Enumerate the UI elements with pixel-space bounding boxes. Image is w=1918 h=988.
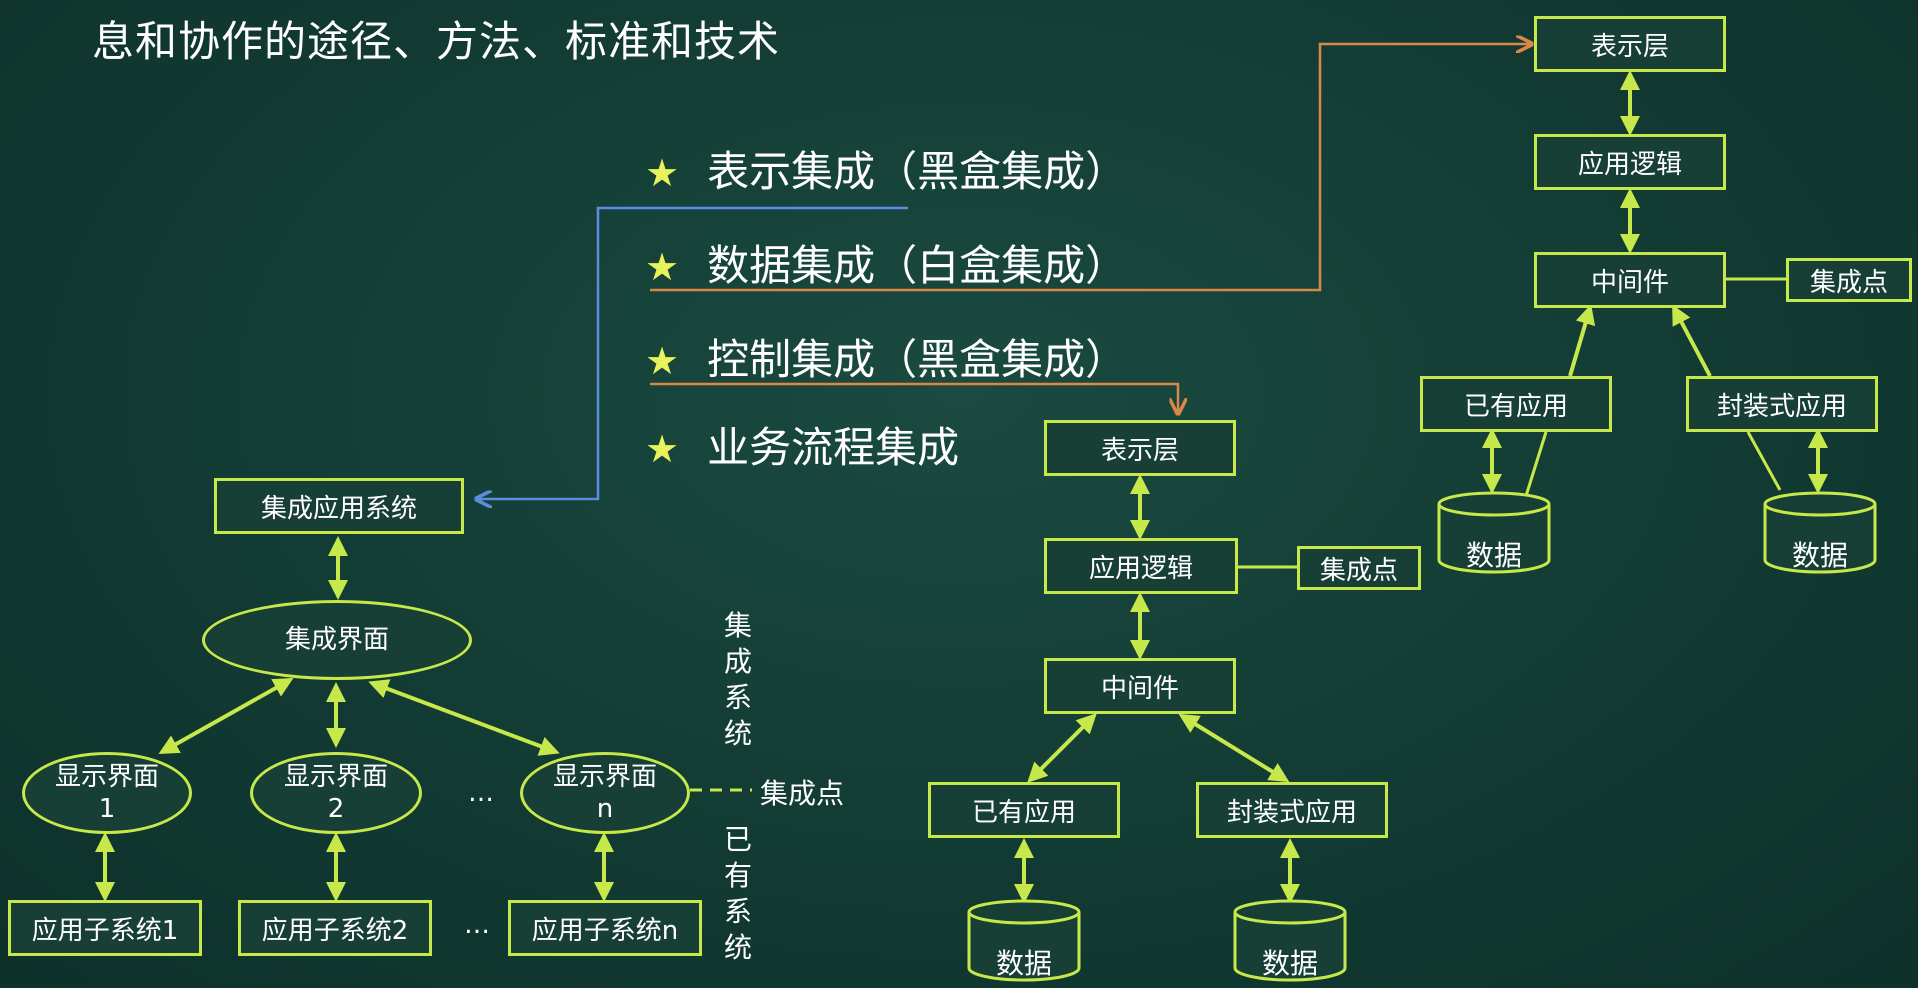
bullet-label: 表示集成（黑盒集成） bbox=[707, 147, 1128, 196]
data-label: 数据 bbox=[1261, 947, 1318, 980]
bullet-control-integration: ★ 控制集成（黑盒集成） bbox=[645, 326, 1127, 387]
subsystem-n-box: 应用子系统n bbox=[508, 900, 702, 956]
integration-point-label: 集成点 bbox=[760, 777, 845, 810]
data-label: 数据 bbox=[1791, 539, 1848, 572]
page-title: 息和协作的途径、方法、标准和技术 bbox=[92, 17, 781, 66]
ellipsis-text: … bbox=[468, 778, 494, 808]
mid-presentation-layer-box: 表示层 bbox=[1044, 420, 1236, 476]
mid-middleware-box: 中间件 bbox=[1044, 658, 1236, 714]
star-icon: ★ bbox=[645, 427, 680, 471]
integration-system-vertical-label: 集成系统 bbox=[723, 609, 752, 750]
bullet-data-integration: ★ 数据集成（白盒集成） bbox=[645, 232, 1127, 293]
star-icon: ★ bbox=[645, 339, 680, 383]
integrated-app-system-box: 集成应用系统 bbox=[214, 478, 464, 534]
right-data-cylinder-2: 数据 bbox=[1762, 490, 1878, 574]
right-middleware-box: 中间件 bbox=[1534, 252, 1726, 308]
display-interface-2-ellipse: 显示界面2 bbox=[250, 752, 422, 834]
right-existing-app-box: 已有应用 bbox=[1420, 376, 1612, 432]
right-presentation-layer-box: 表示层 bbox=[1534, 16, 1726, 72]
right-packaged-app-box: 封装式应用 bbox=[1686, 376, 1878, 432]
display-interface-n-ellipse: 显示界面n bbox=[520, 752, 690, 834]
right-application-logic-box: 应用逻辑 bbox=[1534, 134, 1726, 190]
bullet-label: 控制集成（黑盒集成） bbox=[707, 335, 1128, 384]
mid-packaged-app-box: 封装式应用 bbox=[1196, 782, 1388, 838]
mid-existing-app-box: 已有应用 bbox=[928, 782, 1120, 838]
orange-connector-arrow-data bbox=[650, 44, 1530, 292]
existing-system-vertical-label: 已有系统 bbox=[723, 823, 752, 964]
right-integration-point-box: 集成点 bbox=[1786, 258, 1912, 302]
subsystem-2-box: 应用子系统2 bbox=[238, 900, 432, 956]
bullet-label: 数据集成（白盒集成） bbox=[707, 241, 1128, 290]
orange-connector-arrow-control bbox=[650, 382, 1178, 412]
star-icon: ★ bbox=[645, 151, 680, 195]
integration-interface-ellipse: 集成界面 bbox=[202, 600, 472, 680]
right-data-cylinder-1: 数据 bbox=[1436, 490, 1552, 574]
subsystem-1-box: 应用子系统1 bbox=[8, 900, 202, 956]
bullet-label: 业务流程集成 bbox=[707, 423, 960, 472]
bullet-presentation-integration: ★ 表示集成（黑盒集成） bbox=[645, 138, 1127, 199]
star-icon: ★ bbox=[645, 245, 680, 289]
data-label: 数据 bbox=[995, 947, 1052, 980]
mid-integration-point-box: 集成点 bbox=[1297, 546, 1421, 590]
mid-application-logic-box: 应用逻辑 bbox=[1044, 538, 1238, 594]
data-label: 数据 bbox=[1465, 539, 1522, 572]
display-interface-1-ellipse: 显示界面1 bbox=[22, 752, 192, 834]
blue-connector-arrow bbox=[478, 206, 908, 499]
mid-data-cylinder-1: 数据 bbox=[966, 898, 1082, 982]
ellipsis-text: … bbox=[464, 910, 490, 940]
bullet-business-process-integration: ★ 业务流程集成 bbox=[645, 414, 959, 475]
mid-data-cylinder-2: 数据 bbox=[1232, 898, 1348, 982]
